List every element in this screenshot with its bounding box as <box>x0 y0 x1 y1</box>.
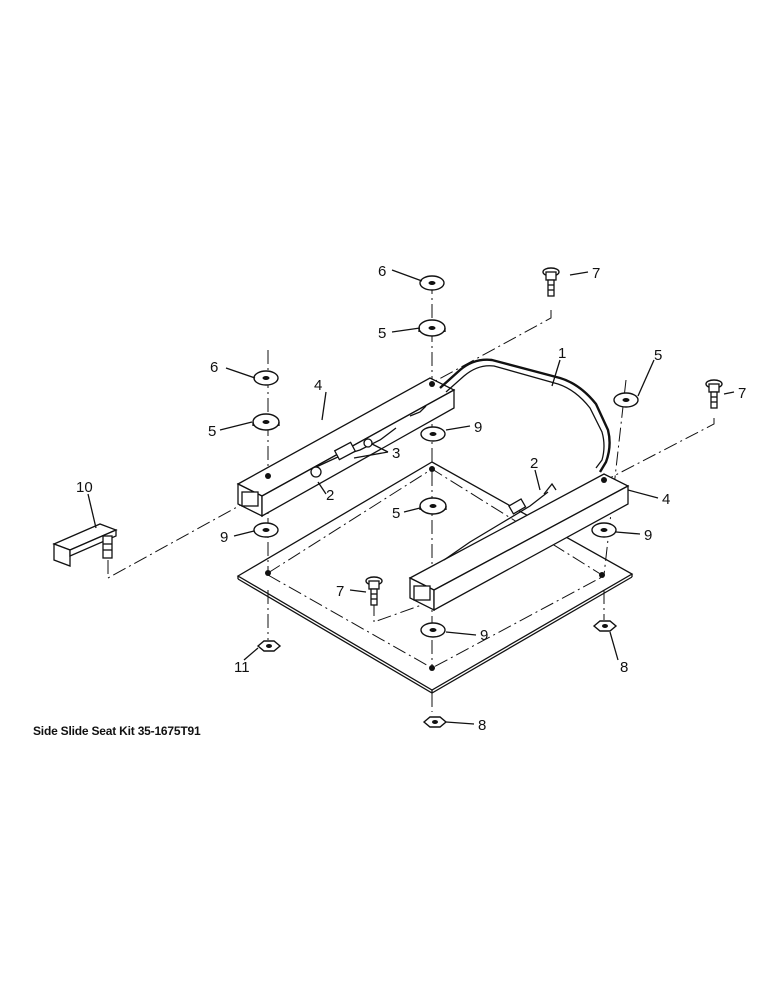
right-slide-rail <box>408 473 630 612</box>
callout-9-center: 9 <box>474 419 482 436</box>
callout-11: 11 <box>234 659 250 676</box>
callout-10: 10 <box>76 479 93 496</box>
stop-bracket <box>52 523 118 567</box>
callout-2-right: 2 <box>530 455 538 472</box>
callout-5-middle: 5 <box>392 505 400 522</box>
callout-8-right: 8 <box>620 659 628 676</box>
callout-5-left: 5 <box>208 423 216 440</box>
callout-8-bottom: 8 <box>478 717 486 734</box>
callout-7-top: 7 <box>592 265 600 282</box>
callout-7-right: 7 <box>738 385 746 402</box>
callout-labels: 1 2 2 3 4 4 5 5 5 5 6 6 7 7 7 8 8 9 9 9 … <box>76 263 746 734</box>
left-slide-rail <box>236 377 456 518</box>
callout-4-right: 4 <box>662 491 670 508</box>
callout-6-left: 6 <box>210 359 218 376</box>
callout-7-middle: 7 <box>336 583 344 600</box>
release-handle-bar <box>439 358 611 473</box>
callout-9-right: 9 <box>644 527 652 544</box>
callout-leaders <box>87 269 735 725</box>
callout-2-left: 2 <box>326 487 334 504</box>
callout-4-left: 4 <box>314 377 322 394</box>
diagram-caption: Side Slide Seat Kit 35-1675T91 <box>33 724 201 738</box>
callout-9-left: 9 <box>220 529 228 546</box>
callout-9-bottom: 9 <box>480 627 488 644</box>
callout-3: 3 <box>392 445 400 462</box>
hardware-bolts <box>365 267 723 606</box>
callout-5-right: 5 <box>654 347 662 364</box>
hardware-washers <box>252 275 639 728</box>
callout-6-top: 6 <box>378 263 386 280</box>
callout-1: 1 <box>558 345 566 362</box>
callout-5-top: 5 <box>378 325 386 342</box>
